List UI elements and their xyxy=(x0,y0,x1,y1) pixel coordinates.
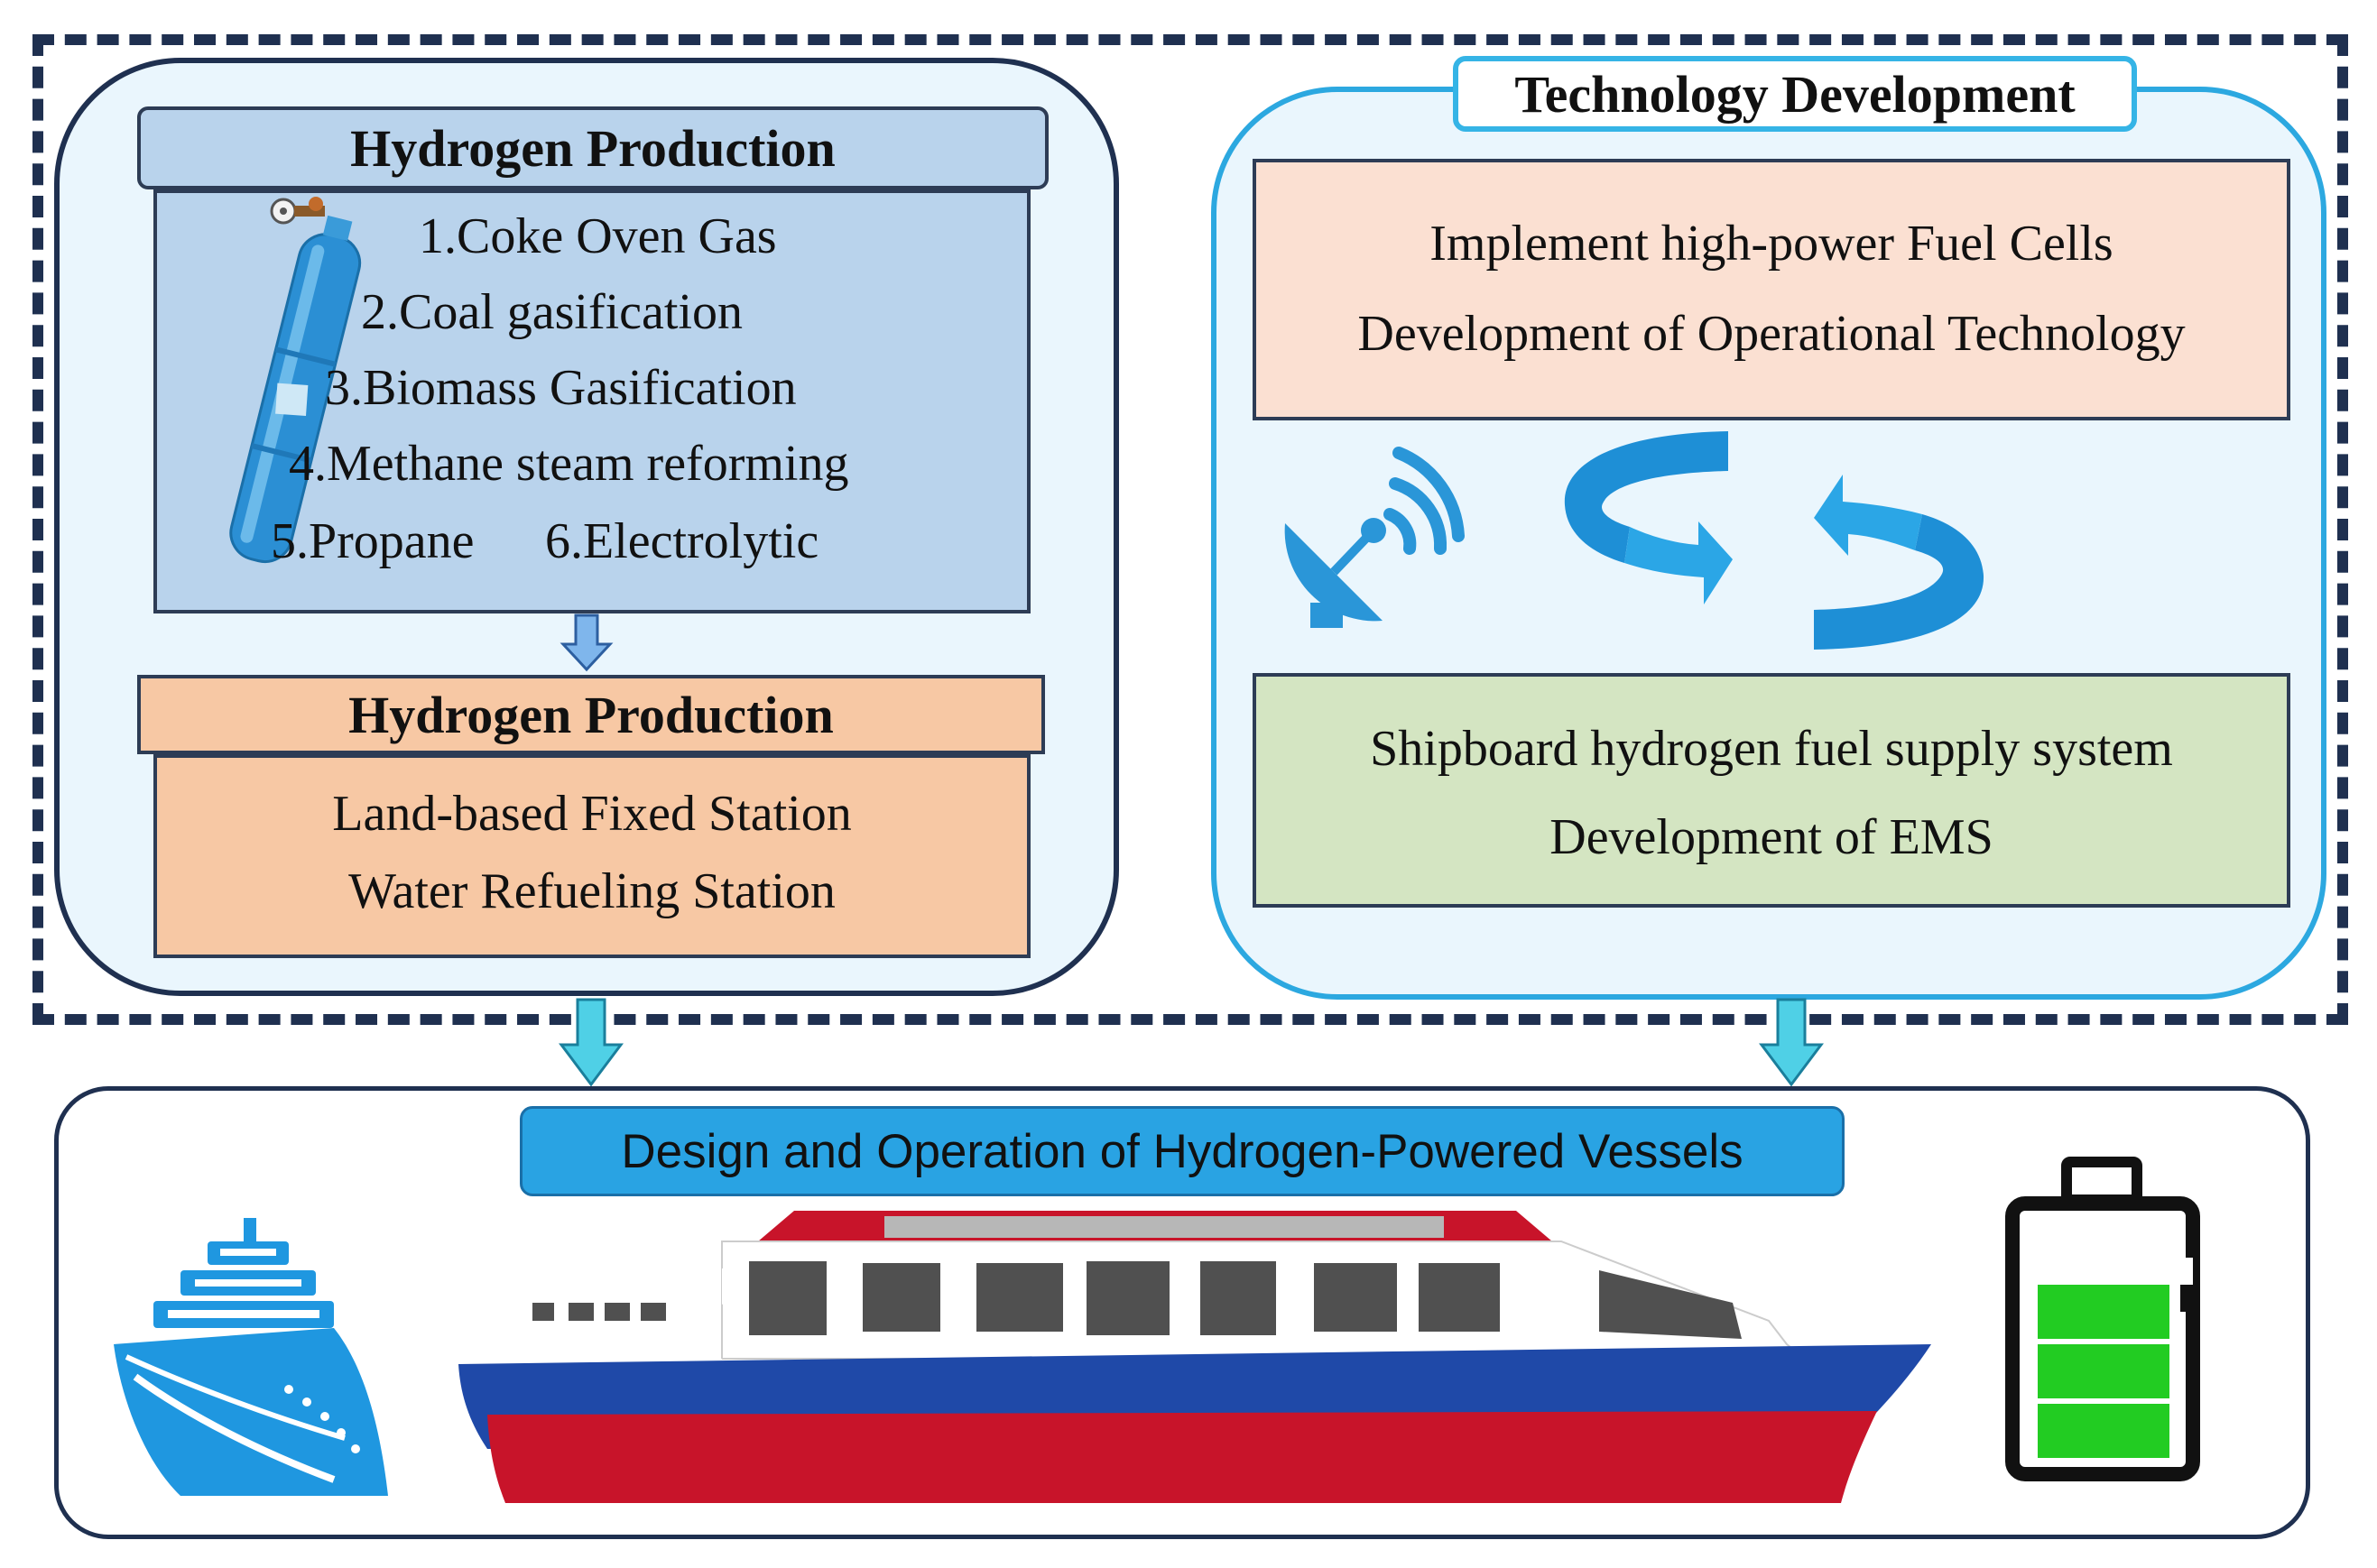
station-body: Land-based Fixed Station Water Refueling… xyxy=(153,754,1031,958)
production-body: 1.Coke Oven Gas 2.Coal gasification 3.Bi… xyxy=(153,189,1031,613)
cruise-ship-icon xyxy=(114,1218,388,1496)
hydrogen-cylinder-icon xyxy=(229,197,362,564)
technology-title: Technology Development xyxy=(1453,56,2137,132)
battery-icon xyxy=(2005,1157,2200,1481)
down-arrow-icon xyxy=(560,613,614,672)
left-flow-arrow-icon xyxy=(559,998,624,1087)
station-line-1: Land-based Fixed Station xyxy=(332,786,852,842)
production-item-3: 3.Biomass Gasification xyxy=(325,360,797,416)
production-item-5: 5.Propane xyxy=(271,513,475,569)
station-header: Hydrogen Production xyxy=(137,675,1045,754)
technology-top-box: Implement high-power Fuel Cells Developm… xyxy=(1253,159,2290,420)
satellite-dish-icon xyxy=(1284,447,1465,628)
cycle-arrows-icon xyxy=(1564,431,1984,650)
technology-bottom-line-1: Shipboard hydrogen fuel supply system xyxy=(1370,721,2173,777)
technology-bottom-box: Shipboard hydrogen fuel supply system De… xyxy=(1253,673,2290,908)
technology-top-line-1: Implement high-power Fuel Cells xyxy=(1429,216,2113,272)
right-flow-arrow-icon xyxy=(1759,998,1824,1087)
production-header: Hydrogen Production xyxy=(137,106,1049,189)
production-item-4: 4.Methane steam reforming xyxy=(289,436,849,492)
vessel-title: Design and Operation of Hydrogen-Powered… xyxy=(520,1106,1845,1196)
technology-top-line-2: Development of Operational Technology xyxy=(1357,306,2186,362)
technology-bottom-line-2: Development of EMS xyxy=(1549,809,1993,865)
station-line-2: Water Refueling Station xyxy=(348,863,836,919)
production-item-6: 6.Electrolytic xyxy=(545,513,819,569)
dashed-frame xyxy=(32,34,2348,1025)
production-item-1: 1.Coke Oven Gas xyxy=(419,208,777,264)
ferry-vessel-icon xyxy=(458,1211,1931,1503)
production-item-2: 2.Coal gasification xyxy=(361,284,744,340)
